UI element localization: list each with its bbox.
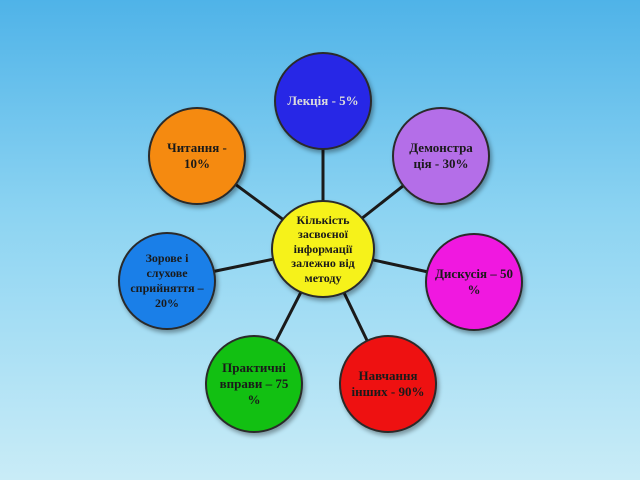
node-reading: Читання - 10% xyxy=(148,107,246,205)
node-teaching-others: Навчання інших - 90% xyxy=(339,335,437,433)
node-demonstration: Демонстра ція - 30% xyxy=(392,107,490,205)
center-node: Кількість засвоєної інформації залежно в… xyxy=(271,200,375,298)
node-discussion: Дискусія – 50 % xyxy=(425,233,523,331)
node-practice: Практичні вправи – 75 % xyxy=(205,335,303,433)
node-demonstration-label: Демонстра ція - 30% xyxy=(409,139,473,171)
node-lecture: Лекція - 5% xyxy=(274,52,372,150)
node-visual-audio: Зорове і слухове сприйняття – 20% xyxy=(118,232,216,330)
center-label: Кількість засвоєної інформації залежно в… xyxy=(291,213,355,285)
node-visual-audio-label: Зорове і слухове сприйняття – 20% xyxy=(130,251,204,310)
node-reading-label: Читання - 10% xyxy=(167,139,227,171)
node-teaching-others-label: Навчання інших - 90% xyxy=(351,367,425,399)
node-discussion-label: Дискусія – 50 % xyxy=(434,265,514,297)
node-lecture-label: Лекція - 5% xyxy=(287,92,359,108)
node-practice-label: Практичні вправи – 75 % xyxy=(219,359,289,408)
